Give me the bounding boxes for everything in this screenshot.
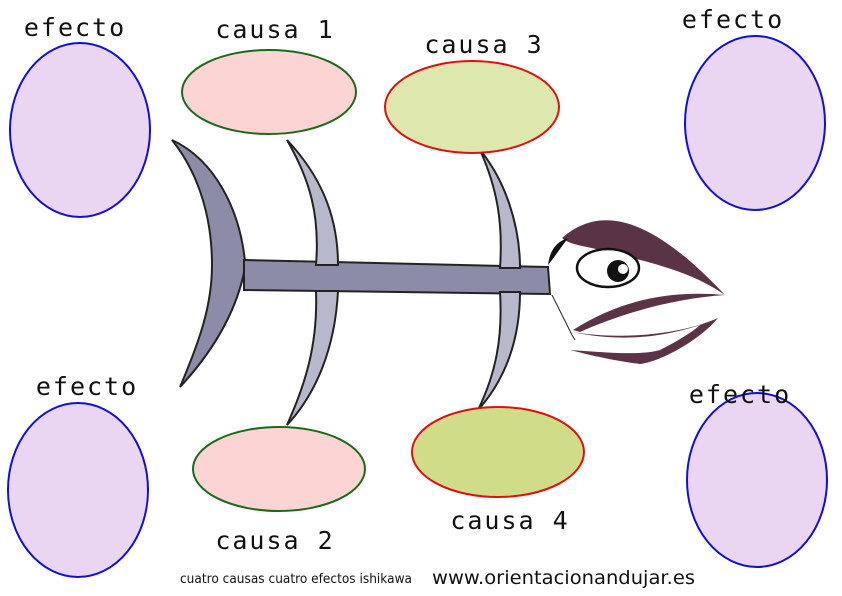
mouth-lower — [570, 318, 718, 364]
effect-label-bottom-left: efecto — [36, 372, 138, 401]
cause-4-label: causa 4 — [450, 506, 569, 535]
effect-circle-bottom-left — [7, 402, 149, 578]
footer-caption: cuatro causas cuatro efectos ishikawa — [180, 572, 412, 587]
head-outline — [562, 220, 725, 295]
effect-label-top-right: efecto — [682, 5, 784, 34]
effect-label-bottom-right: efecto — [689, 380, 791, 409]
bone-lower-right — [477, 291, 522, 411]
effect-circle-top-left — [9, 42, 151, 218]
bone-upper-right — [479, 149, 522, 269]
cause-1-ellipse — [181, 49, 357, 135]
fish-spine — [243, 258, 552, 296]
effect-circle-bottom-right — [686, 392, 828, 568]
bone-lower-left — [286, 290, 340, 426]
footer-url: www.orientacionandujar.es — [432, 567, 695, 589]
mouth-upper — [573, 293, 725, 332]
cause-1-label: causa 1 — [215, 15, 334, 44]
cause-3-label: causa 3 — [424, 30, 543, 59]
effect-circle-top-right — [684, 35, 826, 211]
cause-4-ellipse — [411, 406, 585, 498]
cause-2-label: causa 2 — [215, 526, 334, 555]
cause-3-ellipse — [384, 60, 560, 154]
cause-2-ellipse — [192, 426, 366, 512]
effect-label-top-left: efecto — [24, 13, 126, 42]
bone-upper-left — [286, 139, 340, 266]
fish-skeleton — [171, 139, 552, 426]
fish-head — [548, 220, 725, 364]
fish-tail — [171, 139, 246, 388]
